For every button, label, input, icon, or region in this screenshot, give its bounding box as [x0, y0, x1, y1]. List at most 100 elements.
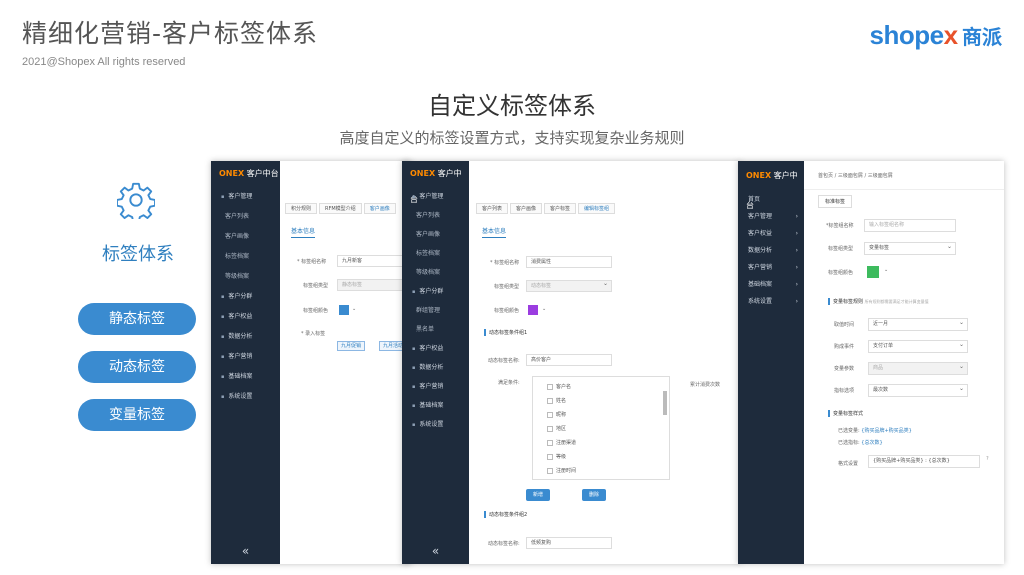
right-label: 累计消费次数 — [690, 382, 721, 388]
menu-item[interactable]: 标签档案 — [225, 253, 250, 260]
selected-metric: 已选指标: {总次数} — [838, 439, 883, 446]
color-swatch[interactable] — [867, 266, 879, 278]
tab[interactable]: 客户画像 — [363, 203, 396, 214]
menu-item[interactable]: 基础档案 — [402, 396, 469, 415]
collapse-icon[interactable]: « — [431, 544, 440, 558]
menu-item[interactable]: 客户营销› — [738, 259, 804, 276]
tag-system-label: 标签体系 — [102, 244, 174, 265]
menu-item[interactable]: 首页 — [738, 191, 804, 208]
brand-logo: ONEX — [746, 171, 772, 180]
menu-item[interactable]: 基础档案› — [738, 276, 804, 293]
menu-item[interactable]: 系统设置› — [738, 293, 804, 310]
tab[interactable]: 客户画像 — [510, 203, 543, 214]
menu-item[interactable]: 客户画像 — [416, 231, 441, 238]
panel-variable-tag: ONEX 客户中台 首页 客户管理› 客户权益› 数据分析› 客户营销› 基础档… — [738, 161, 1004, 564]
type-select[interactable]: 动态标签 — [526, 279, 612, 292]
field-label: 动态标签名称: — [488, 358, 520, 364]
list-item[interactable]: 等级 — [547, 453, 566, 460]
menu-item[interactable]: 客户权益 — [211, 307, 280, 327]
menu-item[interactable]: 等级档案 — [225, 273, 250, 280]
rule-select[interactable]: 最次数 — [868, 383, 968, 397]
list-item[interactable]: 注册渠道 — [547, 439, 576, 446]
color-swatch[interactable] — [339, 305, 349, 315]
subtab[interactable]: 基本信息 — [482, 226, 507, 238]
menu-item[interactable]: 客户列表 — [225, 213, 250, 220]
menu-item[interactable]: 数据分析 — [211, 327, 280, 347]
field-label: 格式设置 — [838, 461, 859, 467]
menu-item[interactable]: 客户权益 — [402, 339, 469, 358]
menu-item[interactable]: 客户管理 — [402, 187, 469, 206]
logo-word-a: shope — [869, 20, 945, 50]
dynamic-tag-button[interactable]: 动态标签 — [78, 351, 196, 383]
menu-item[interactable]: 客户权益› — [738, 225, 804, 242]
menu-item[interactable]: 群组管理 — [416, 307, 441, 314]
static-tag-button[interactable]: 静态标签 — [78, 303, 196, 335]
list-item[interactable]: 姓名 — [547, 397, 566, 404]
name-input[interactable]: 消费属性 — [526, 256, 612, 268]
panel-static-tag: ONEX 客户中台 客户管理 客户列表 客户画像 标签档案 等级档案 客户分群 … — [211, 161, 411, 564]
collapse-icon[interactable]: « — [241, 544, 250, 558]
tag-chip[interactable]: 九月促销 — [337, 341, 366, 351]
chevron-down-icon[interactable]: ⌄ — [884, 267, 889, 273]
rule-select[interactable]: 近一月 — [868, 317, 968, 331]
format-input[interactable]: {购买品牌+购买品类} : {总次数} — [868, 455, 980, 468]
type-select[interactable]: 静态标签 — [337, 279, 403, 291]
list-item[interactable]: 客户名 — [547, 383, 571, 390]
name-input[interactable]: 九月新客 — [337, 255, 403, 267]
field-label: 标签组颜色 — [303, 308, 329, 314]
scrollbar[interactable] — [663, 391, 667, 415]
chevron-down-icon[interactable]: ⌄ — [542, 306, 547, 312]
tab[interactable]: 编辑标签组 — [578, 203, 616, 214]
rule-select[interactable]: 商品 — [868, 361, 968, 375]
menu-item[interactable]: 系统设置 — [402, 415, 469, 434]
tab[interactable]: 客户标签 — [544, 203, 577, 214]
rule-section-title: 变量标签规则 所有规则都需要满足才能计算变量值 — [828, 298, 929, 305]
chevron-down-icon[interactable]: ⌄ — [352, 306, 357, 312]
menu-item[interactable]: 客户分群 — [402, 282, 469, 301]
menu-item[interactable]: 数据分析› — [738, 242, 804, 259]
menu-item[interactable]: 系统设置 — [211, 387, 280, 407]
menu-item[interactable]: 标签档案 — [416, 250, 441, 257]
menu-item[interactable]: 客户画像 — [225, 233, 250, 240]
name-input[interactable]: 输入标签组名称 — [864, 219, 956, 232]
menu-item[interactable]: 客户营销 — [402, 377, 469, 396]
subtab[interactable]: 基本信息 — [291, 226, 316, 238]
metric-label: 已选指标: — [838, 440, 860, 446]
condition-group-title: 动态标签条件组2 — [484, 511, 527, 518]
menu-item[interactable]: 客户分群 — [211, 287, 280, 307]
dynamic-name-input[interactable]: 低频复购 — [526, 537, 612, 549]
menu-item[interactable]: 数据分析 — [402, 358, 469, 377]
menu-item[interactable]: 基础档案 — [211, 367, 280, 387]
brand: ONEX 客户中台 — [738, 161, 804, 210]
menu-item[interactable]: 客户列表 — [416, 212, 441, 219]
menu-item[interactable]: 客户营销 — [211, 347, 280, 367]
tab[interactable]: 积分规则 — [285, 203, 318, 214]
list-item[interactable]: 昵称 — [547, 411, 566, 418]
field-label: 取值时间 — [834, 322, 855, 328]
add-button[interactable]: 新增 — [526, 489, 550, 501]
gear-icon — [117, 182, 155, 219]
delete-button[interactable]: 删除 — [582, 489, 606, 501]
chevron-right-icon: › — [795, 298, 798, 305]
dynamic-name-input[interactable]: 高价客户 — [526, 354, 612, 366]
tab[interactable]: RFM模型介绍 — [319, 203, 362, 214]
var-value[interactable]: {购买品牌+购买品类} — [861, 428, 912, 434]
type-select[interactable]: 变量标签 — [864, 241, 956, 255]
tab-standard[interactable]: 标准标签 — [818, 195, 853, 208]
field-label: 标签组类型 — [303, 283, 329, 289]
condition-listbox[interactable]: 客户名 姓名 昵称 地区 注册渠道 等级 注册时间 — [532, 376, 670, 480]
menu-item[interactable]: 客户管理 — [211, 187, 280, 207]
menu-item[interactable]: 黑名单 — [416, 326, 435, 333]
color-swatch[interactable] — [528, 305, 538, 315]
tab-bar: 客户列表客户画像客户标签编辑标签组 — [476, 203, 617, 217]
menu-item[interactable]: 客户管理› — [738, 208, 804, 225]
help-icon[interactable]: ? — [986, 456, 989, 462]
breadcrumb: 首包页 / 三级面包屑 / 三级面包屑 — [818, 173, 893, 179]
metric-value[interactable]: {总次数} — [861, 440, 883, 446]
variable-tag-button[interactable]: 变量标签 — [78, 399, 196, 431]
list-item[interactable]: 注册时间 — [547, 467, 576, 474]
tab[interactable]: 客户列表 — [476, 203, 509, 214]
menu-item[interactable]: 等级档案 — [416, 269, 441, 276]
list-item[interactable]: 地区 — [547, 425, 566, 432]
rule-select[interactable]: 支付订单 — [868, 339, 968, 353]
